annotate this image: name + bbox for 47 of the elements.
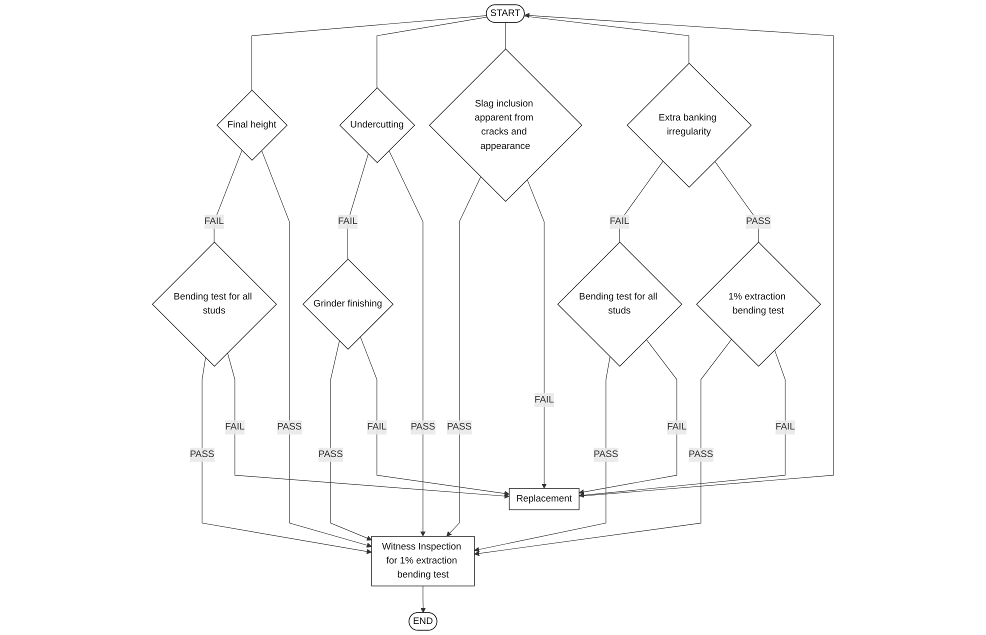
edge-label: FAIL <box>225 422 245 432</box>
connector <box>524 16 690 64</box>
node-diamond: Undercutting <box>339 87 416 164</box>
node-diamond: Grinder finishing <box>302 258 394 350</box>
edge-label: PASS <box>190 450 214 460</box>
node-box: Replacement <box>508 488 580 510</box>
connector <box>214 150 242 242</box>
arrow <box>524 12 834 497</box>
edge-label: PASS <box>746 216 771 227</box>
edge-label: PASS <box>318 450 343 460</box>
arrow <box>261 150 372 548</box>
node-diamond: Final height <box>216 90 288 161</box>
node-diamond: 1% extraction bending test <box>696 242 822 367</box>
arrow <box>474 339 732 556</box>
connector <box>376 16 488 88</box>
edge-label: FAIL <box>338 216 358 227</box>
arrow <box>474 356 610 552</box>
edge-label: FAIL <box>610 216 630 227</box>
node-diamond: Slag inclusion apparent from cracks and appearance <box>428 48 582 202</box>
connector <box>347 154 369 260</box>
node-diamond: Bending test for all studs <box>557 242 682 367</box>
node-box: Witness Inspection for 1% extraction bending test <box>371 536 475 586</box>
arrow <box>227 352 510 499</box>
edge-label: PASS <box>277 422 302 432</box>
arrow <box>388 150 426 537</box>
edge-label: PASS <box>410 422 436 432</box>
arrow <box>578 350 786 498</box>
arrow <box>578 339 678 495</box>
arrow <box>330 340 372 541</box>
arrow <box>360 336 510 496</box>
edge-label: PASS <box>594 450 618 460</box>
edge-label: FAIL <box>367 422 387 432</box>
arrow <box>526 179 547 489</box>
edge-label: PASS <box>447 422 472 432</box>
edge-label: FAIL <box>775 422 795 432</box>
node-diamond: Extra banking irregularity <box>626 62 752 188</box>
arrow <box>446 176 482 537</box>
connector <box>251 15 488 90</box>
arrow <box>420 586 426 614</box>
connector <box>505 22 506 50</box>
edge-label: PASS <box>688 450 714 460</box>
edge-label: FAIL <box>667 422 687 432</box>
arrow <box>202 357 372 554</box>
node-diamond: Bending test for all studs <box>152 242 277 367</box>
connector <box>619 161 664 242</box>
edge-label: FAIL <box>204 216 224 227</box>
edge-label: FAIL <box>534 394 554 405</box>
